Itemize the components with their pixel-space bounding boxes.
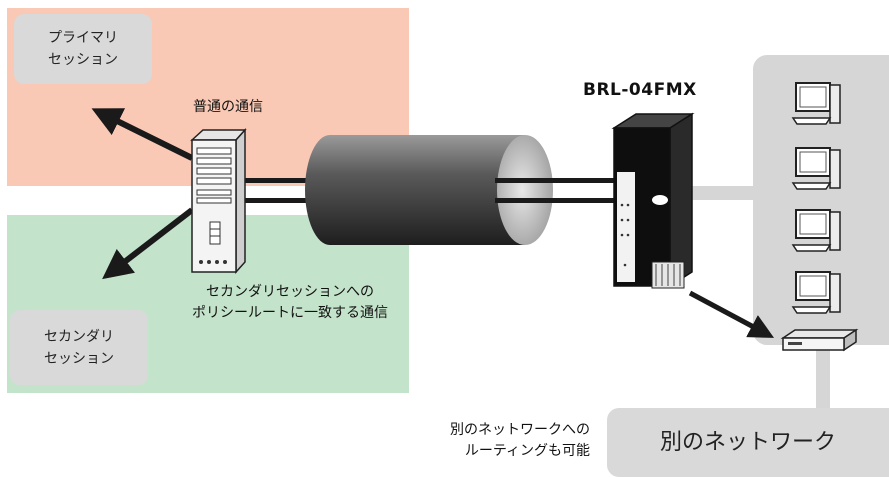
tunnel-icon <box>305 135 553 245</box>
primary-session-line2: セッション <box>48 52 118 68</box>
arrow-to-primary <box>91 108 194 161</box>
primary-session-box: プライマリ セッション <box>14 14 152 84</box>
switch-icon <box>780 328 859 352</box>
arrow-to-switch <box>688 290 775 338</box>
arrow-to-secondary <box>102 207 194 280</box>
normal-traffic-label: 普通の通信 <box>193 99 263 115</box>
policy-route-line2: ポリシールートに一致する通信 <box>192 305 388 321</box>
router-icon <box>611 112 695 289</box>
pc-icon <box>791 147 841 190</box>
switch-network-link <box>816 345 830 415</box>
routing-note-line2: ルーティングも可能 <box>464 443 590 459</box>
secondary-session-line1: セカンダリ <box>44 328 114 345</box>
other-network-label: 別のネットワーク <box>659 429 836 455</box>
other-network-box: 別のネットワーク <box>607 408 889 477</box>
server-icon <box>190 128 247 274</box>
device-name: BRL-04FMX <box>583 80 697 100</box>
policy-route-label: セカンダリセッションへの ポリシールートに一致する通信 <box>160 282 420 324</box>
secondary-session-line2: セッション <box>44 350 114 367</box>
cables-left <box>240 178 330 203</box>
router-lan-link <box>672 186 757 200</box>
routing-note-line1: 別のネットワークへの <box>450 422 590 438</box>
secondary-session-box: セカンダリ セッション <box>10 310 148 385</box>
pc-icon <box>791 82 841 125</box>
primary-session-line1: プライマリ <box>48 30 118 46</box>
pc-icon <box>791 209 841 252</box>
pc-icon <box>791 271 841 314</box>
policy-route-line1: セカンダリセッションへの <box>206 284 374 300</box>
cables-right <box>495 178 615 203</box>
routing-note: 別のネットワークへの ルーティングも可能 <box>420 420 590 462</box>
